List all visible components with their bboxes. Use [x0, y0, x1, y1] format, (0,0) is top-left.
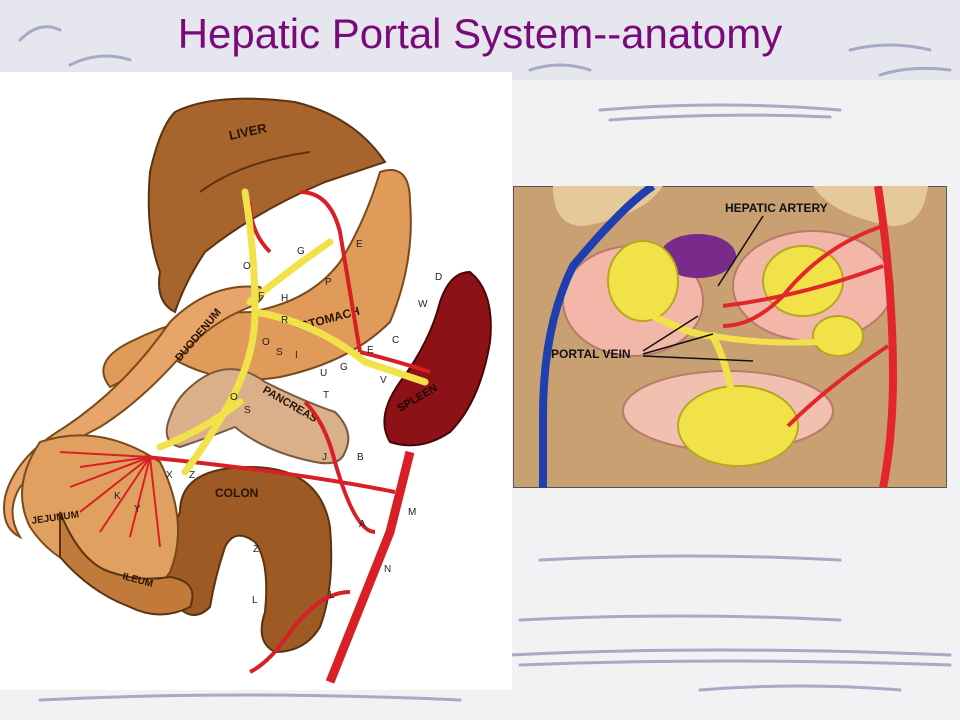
hepatic-artery-label: HEPATIC ARTERY: [725, 201, 828, 215]
letter-markers: G E O P D F H W R O S I E C U G V T O S …: [114, 239, 442, 606]
marker-n: N: [384, 564, 391, 575]
marker-l2: L: [329, 590, 335, 601]
marker-k: K: [114, 491, 121, 502]
capillary-bed-1: [607, 240, 679, 322]
marker-i: I: [295, 350, 298, 361]
colon-label: COLON: [215, 486, 258, 500]
capillary-bed-3: [812, 315, 864, 357]
marker-o3: O: [230, 392, 238, 403]
marker-a: A: [359, 519, 366, 530]
marker-e2: E: [367, 345, 374, 356]
marker-g2: G: [340, 362, 348, 373]
spleen-shape: [383, 270, 492, 447]
marker-f: F: [258, 291, 264, 302]
marker-w: W: [418, 299, 428, 310]
marker-b: B: [357, 452, 364, 463]
marker-z1: Z: [189, 470, 195, 481]
marker-x: X: [166, 470, 173, 481]
marker-j: J: [322, 452, 327, 463]
marker-u: U: [320, 368, 327, 379]
marker-z2: Z: [253, 544, 259, 555]
marker-y: Y: [134, 504, 141, 515]
vena-cava: [539, 186, 656, 488]
marker-h: H: [281, 293, 288, 304]
abdominal-portal-anatomy-diagram: LIVER STOMACH DUODENUM PANCREAS SPLEEN C…: [0, 72, 512, 690]
marker-s1: S: [276, 347, 283, 358]
marker-l1: L: [252, 595, 258, 606]
aorta-artery: [874, 186, 898, 488]
marker-e: E: [356, 239, 363, 250]
portal-veins: [156, 188, 429, 476]
marker-m: M: [408, 507, 416, 518]
marker-o2: O: [262, 337, 270, 348]
mesenteric-arteries: [59, 451, 161, 548]
portal-vein-schematic: HEPATIC ARTERY PORTAL VEIN: [513, 186, 947, 488]
marker-d: D: [435, 272, 442, 283]
capillary-bed-4: [677, 385, 799, 467]
marker-p: P: [325, 277, 332, 288]
organ-purple: [660, 234, 736, 278]
marker-r: R: [281, 315, 288, 326]
liver-shape: [147, 97, 387, 314]
slide-title: Hepatic Portal System--anatomy: [177, 10, 783, 57]
pancreas-shape: [165, 368, 350, 465]
marker-o1: O: [243, 261, 251, 272]
marker-s2: S: [244, 405, 251, 416]
aorta: [325, 450, 415, 684]
marker-t: T: [323, 390, 329, 401]
portal-vein-label: PORTAL VEIN: [551, 347, 631, 361]
colon-shape: [165, 465, 333, 654]
marker-v: V: [380, 375, 387, 386]
marker-c: C: [392, 335, 399, 346]
marker-g: G: [297, 246, 305, 257]
